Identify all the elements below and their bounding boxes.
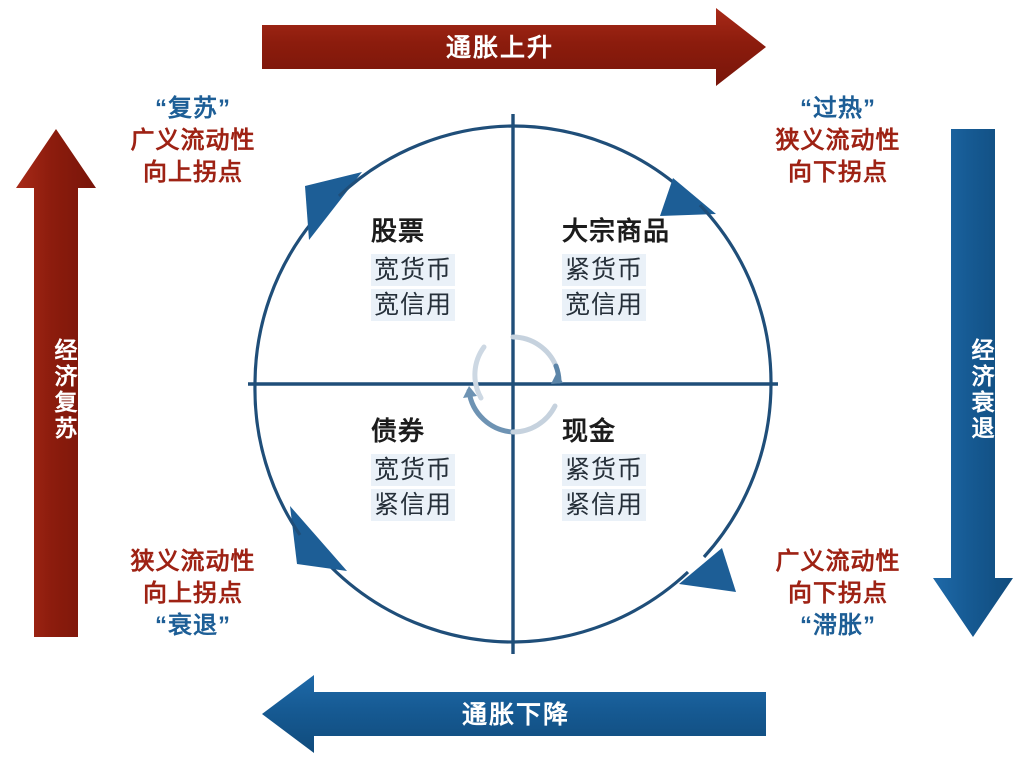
corner-top-right-line-3: 向下拐点 [788, 159, 888, 187]
corner-top-right-line-2: 狭义流动性 [775, 127, 901, 155]
arrow-bottom-inflation-falling: 通胀下降 [262, 675, 766, 753]
cycle-arc-left-lower-line [253, 383, 302, 536]
cycle-arc-bottom-right [512, 383, 773, 644]
quadrant-bonds-sub-2: 紧信用 [371, 489, 456, 522]
quadrant-commodities-sub-1: 紧货币 [562, 254, 647, 287]
center-rotation-icon [463, 334, 563, 435]
corner-bottom-left-line-3: “衰退” [155, 612, 231, 640]
quadrant-bonds: 债券 宽货币 紧信用 [371, 416, 456, 524]
arrow-bottom-label: 通胀下降 [462, 701, 570, 729]
arrow-right-shape [933, 129, 1013, 637]
center-arc-lower-right [510, 403, 558, 435]
cycle-arc-right-lower-line [702, 383, 773, 559]
corner-top-left-line-1: “复苏” [155, 95, 231, 122]
arrow-left-label: 经济复苏 [51, 338, 77, 442]
quadrant-bonds-sub-1: 宽货币 [371, 454, 456, 487]
corner-top-left-line-2: 广义流动性 [130, 127, 256, 155]
cycle-arrowhead-bottom-right-icon [679, 548, 736, 592]
quadrant-cash-sub-1: 紧货币 [562, 454, 647, 487]
cycle-arc-bottom-left-line [329, 565, 514, 644]
quadrant-equities: 股票 宽货币 宽信用 [371, 216, 456, 324]
center-arc-lower-left [466, 388, 516, 435]
cycle-arc-top-right [512, 124, 773, 385]
quadrant-commodities: 大宗商品 紧货币 宽信用 [562, 216, 670, 324]
center-arc-upper-left [472, 344, 487, 401]
quadrant-cash-sub-2: 紧信用 [562, 489, 647, 522]
corner-bottom-right-line-2: 向下拐点 [788, 580, 888, 608]
center-arrowhead-down-icon [551, 372, 563, 384]
arrow-right-label-wrapper: 经济衰退 [954, 320, 994, 460]
arrow-top-shape [262, 8, 766, 86]
arrow-left-shape [16, 129, 96, 637]
cycle-arc-top-right-line [512, 124, 689, 196]
corner-top-right: “过热” 狭义流动性 向下拐点 [753, 93, 923, 189]
cycle-arc-bottom-left [253, 383, 514, 644]
cycle-arrowhead-bottom-left-icon [290, 506, 347, 571]
center-arrowhead-up-icon [463, 386, 477, 398]
corner-bottom-left-line-1: 狭义流动性 [130, 548, 256, 575]
corner-top-left-line-3: 向上拐点 [143, 159, 243, 187]
corner-bottom-right: 广义流动性 向下拐点 “滞胀” [753, 546, 923, 642]
arrow-right-economic-recession [933, 129, 1013, 637]
cycle-arrowhead-top-right-icon [660, 178, 716, 216]
cycle-arc-left-upper-line [253, 219, 315, 385]
quadrant-equities-title: 股票 [371, 216, 426, 246]
quadrant-equities-sub-2: 宽信用 [371, 289, 456, 322]
corner-top-right-line-1: “过热” [800, 95, 876, 122]
quadrant-cash-title: 现金 [562, 416, 617, 446]
corner-bottom-left: 狭义流动性 向上拐点 “衰退” [108, 546, 278, 642]
quadrant-equities-sub-1: 宽货币 [371, 254, 456, 287]
quadrant-commodities-sub-2: 宽信用 [562, 289, 647, 322]
arrow-top-label: 通胀上升 [446, 34, 554, 62]
cycle-arc-top-left [253, 124, 514, 385]
corner-bottom-right-line-1: 广义流动性 [775, 548, 901, 575]
arrow-left-label-wrapper: 经济复苏 [37, 320, 77, 460]
cycle-arc-right-upper-line [698, 203, 773, 385]
corner-bottom-left-line-2: 向上拐点 [143, 580, 243, 608]
arrow-bottom-shape [262, 675, 766, 753]
corner-top-left: “复苏” 广义流动性 向上拐点 [108, 93, 278, 189]
arrow-right-label: 经济衰退 [968, 338, 994, 442]
cycle-arc-bottom-right-line [512, 570, 690, 644]
quadrant-bonds-title: 债券 [371, 416, 426, 446]
quadrant-cash: 现金 紧货币 紧信用 [562, 416, 647, 524]
arrow-left-economic-recovery [16, 129, 96, 637]
quadrant-commodities-title: 大宗商品 [562, 216, 671, 246]
cycle-arc-top-left-line [337, 124, 514, 198]
center-arc-upper-right [510, 334, 559, 369]
arrow-top-inflation-rising: 通胀上升 [262, 8, 766, 86]
corner-bottom-right-line-3: “滞胀” [800, 612, 876, 640]
